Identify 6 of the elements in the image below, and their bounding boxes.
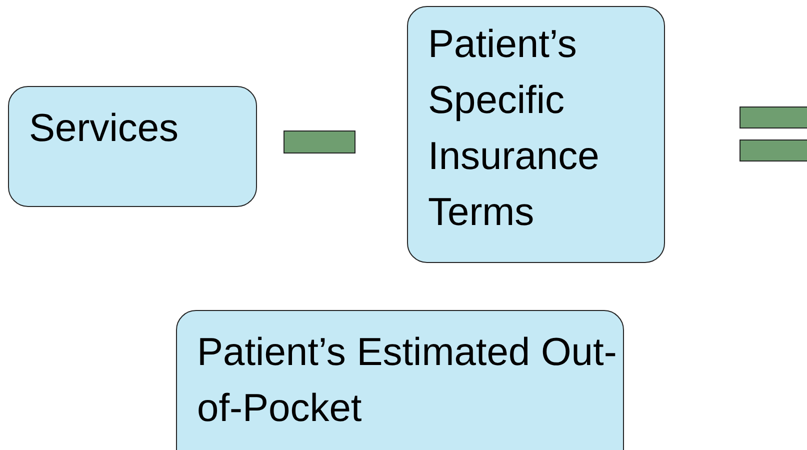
rounded-box xyxy=(176,310,624,450)
box-label: Patient’s Estimated Out-of-Pocket xyxy=(197,330,618,432)
box-label: Patient’s Specific Insurance Terms xyxy=(428,22,600,236)
box-label: Services xyxy=(29,106,180,152)
rounded-box xyxy=(8,86,257,207)
rounded-box xyxy=(407,6,665,263)
